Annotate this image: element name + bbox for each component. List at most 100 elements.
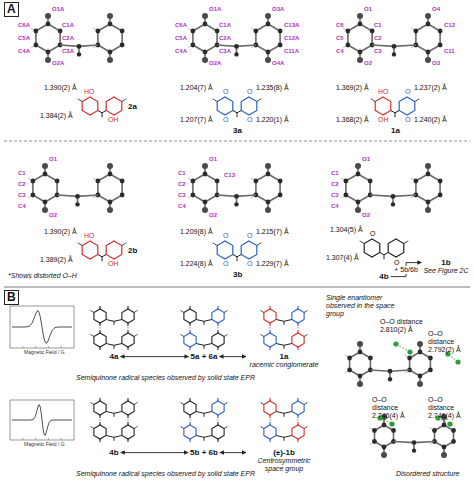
- ring-bond: [106, 241, 122, 259]
- oxygen-bond: [189, 330, 190, 333]
- alkyl-bond: [122, 243, 127, 246]
- atom-label: O2: [364, 60, 372, 67]
- ring-bond: [217, 241, 233, 259]
- atom-label: C6A: [175, 22, 187, 29]
- atom-label: O1: [209, 156, 217, 163]
- bridge-bond: [114, 345, 115, 349]
- alkyl-bond: [304, 334, 308, 336]
- axis-tick: [48, 346, 49, 348]
- carbon-atom: [75, 202, 79, 206]
- alkyl-bond: [213, 99, 218, 102]
- oxygen-atom: [107, 57, 113, 63]
- alkyl-bond: [78, 243, 83, 246]
- axis-tick: [22, 346, 23, 348]
- bridge-bond: [284, 321, 285, 325]
- carbon-atom: [432, 428, 437, 433]
- alkyl-bond: [122, 99, 127, 102]
- alkyl-bond: [90, 402, 94, 404]
- bond-stick: [36, 24, 60, 52]
- oxygen-bond: [217, 439, 218, 442]
- oxygen-bond: [297, 323, 298, 326]
- oxygen-bond: [297, 398, 298, 401]
- carbon-atom: [391, 428, 396, 433]
- oxygen-bond: [189, 415, 190, 418]
- atom-label: C11: [444, 48, 455, 55]
- bridge-bond: [204, 413, 205, 417]
- carbon-atom: [412, 448, 416, 452]
- bond-length: 1.307(4) Å: [326, 254, 359, 262]
- atom-label: O3A: [272, 6, 284, 13]
- carbon-atom: [382, 445, 387, 450]
- oxygen-atom: [455, 359, 460, 364]
- hydrogen-bond: [100, 327, 101, 329]
- bridge-bond: [284, 413, 285, 417]
- oxygen-bond: [217, 398, 218, 401]
- oxygen-label: O: [370, 230, 375, 238]
- oxygen-atom: [42, 207, 48, 213]
- ring-bond: [212, 401, 224, 415]
- carbon-atom: [392, 52, 396, 56]
- atom-label: C3: [178, 192, 186, 199]
- bond-length: 1.390(2) Å: [44, 228, 77, 236]
- bond-length: 1.209(8) Å: [180, 228, 213, 236]
- ring-bond: [212, 309, 224, 323]
- atom-label: O4: [432, 6, 440, 13]
- axis-label: Magnetic Field / G: [24, 442, 65, 448]
- hydroxyl-label: OH: [108, 116, 119, 124]
- carbon-atom: [30, 193, 35, 198]
- epr-spectrum: [12, 405, 72, 436]
- carbon-atom: [356, 200, 361, 205]
- hydroxyl-label: HO: [84, 88, 95, 96]
- equilibrium-arrow: [121, 452, 188, 453]
- bond-stick: [98, 174, 122, 202]
- compound-number: 4a: [110, 352, 119, 361]
- oxygen-atom: [393, 341, 398, 346]
- ring-bond: [217, 97, 233, 115]
- ring-bond: [122, 425, 134, 439]
- oxygen-bond: [99, 398, 100, 401]
- hydroxyl-label: OH: [108, 260, 119, 268]
- alkyl-bond: [134, 310, 138, 312]
- atom-label: C3: [374, 48, 382, 55]
- carbon-atom: [418, 350, 423, 355]
- bond-length: 1.304(5) Å: [330, 226, 363, 234]
- alkyl-bond: [90, 334, 94, 336]
- carbon-atom: [266, 172, 271, 177]
- carbon-atom: [368, 179, 373, 184]
- oxygen-label: O: [223, 88, 228, 96]
- carbon-atom: [30, 179, 35, 184]
- bond-length: 1.384(2) Å: [40, 112, 73, 120]
- ring-bond: [184, 309, 196, 323]
- carbon-atom: [426, 200, 431, 205]
- atom-label: C5A: [175, 35, 187, 42]
- ring-bond: [292, 401, 304, 415]
- bridge-bond: [233, 255, 241, 257]
- alkyl-bond: [78, 99, 83, 102]
- bridge-bond: [276, 412, 292, 414]
- carbon-atom: [234, 52, 238, 56]
- bond-length: 1.369(2) Å: [336, 84, 369, 92]
- equilibrium-arrow: [120, 356, 188, 357]
- oxygen-atom: [441, 452, 447, 458]
- bridge-bond: [114, 413, 115, 417]
- oxygen-bond: [217, 422, 218, 425]
- oxygen-bond: [189, 398, 190, 401]
- panel-separator: [4, 287, 470, 288]
- oxygen-bond: [297, 439, 298, 442]
- oxygen-bond: [99, 347, 100, 350]
- carbon-atom: [266, 22, 271, 27]
- bridge-bond: [233, 111, 241, 113]
- bond-stick: [256, 24, 280, 52]
- bridge-bond: [276, 320, 292, 322]
- atom-label: O2: [49, 212, 57, 219]
- carbon-atom: [234, 194, 239, 199]
- ring-bond: [106, 97, 122, 115]
- ring-bond: [94, 425, 106, 439]
- compound-node: 5b + 6b: [190, 448, 218, 457]
- bridge-bond: [395, 113, 396, 118]
- epr-frame: [10, 400, 74, 440]
- oxygen-bond: [189, 422, 190, 425]
- bridge-bond: [196, 436, 212, 438]
- caption-note: *Shows distorted O–H: [8, 272, 77, 280]
